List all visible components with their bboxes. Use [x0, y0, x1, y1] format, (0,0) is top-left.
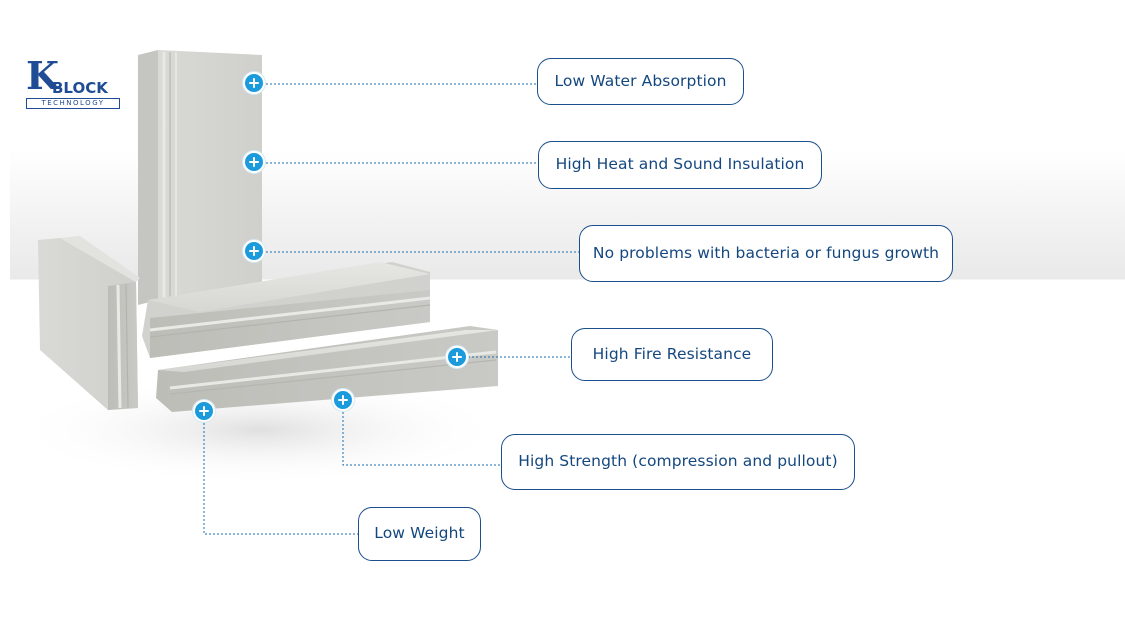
feature-low-water-absorption[interactable]: Low Water Absorption	[537, 58, 744, 105]
logo-tagline: TECHNOLOGY	[26, 98, 120, 109]
tall-block	[138, 50, 262, 305]
plus-icon[interactable]	[243, 151, 265, 173]
plus-icon[interactable]	[332, 389, 354, 411]
plus-icon[interactable]	[193, 400, 215, 422]
plus-icon[interactable]	[446, 346, 468, 368]
slab-stack	[142, 262, 498, 412]
connector-strength	[342, 412, 501, 466]
connector-lines	[203, 83, 579, 535]
plus-icon[interactable]	[243, 240, 265, 262]
connector-weight	[203, 423, 358, 535]
feature-low-weight[interactable]: Low Weight	[358, 507, 481, 561]
logo-wordmark: BLOCK	[52, 79, 108, 97]
logo-letter: K	[26, 53, 60, 98]
feature-bacteria-fungus[interactable]: No problems with bacteria or fungus grow…	[579, 225, 953, 282]
floor-line	[10, 279, 1125, 280]
leaning-panel	[38, 236, 140, 410]
brand-logo: K BLOCK TECHNOLOGY	[26, 57, 120, 109]
feature-high-strength[interactable]: High Strength (compression and pullout)	[501, 434, 855, 490]
feature-fire-resistance[interactable]: High Fire Resistance	[571, 328, 773, 381]
plus-icon[interactable]	[243, 72, 265, 94]
feature-heat-sound-insulation[interactable]: High Heat and Sound Insulation	[538, 141, 822, 189]
